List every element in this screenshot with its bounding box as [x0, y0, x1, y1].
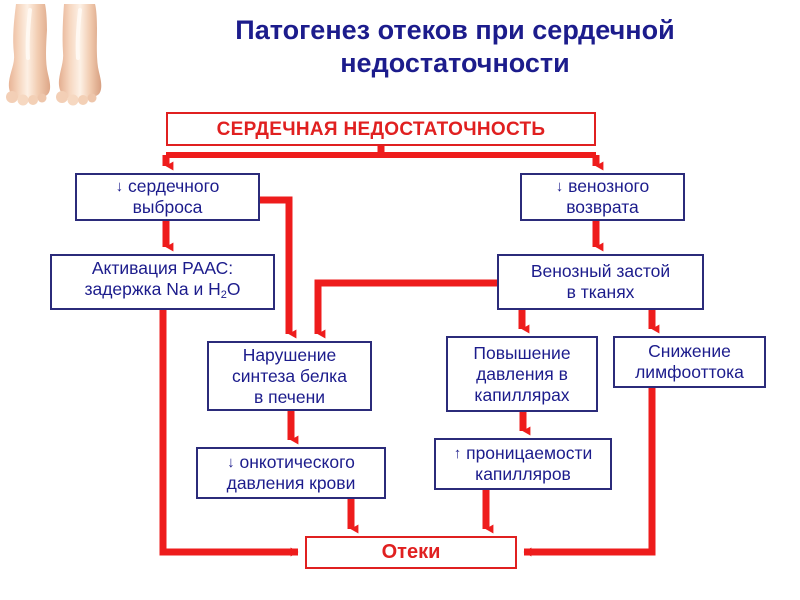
node-liver-protein-text: Нарушение синтеза белка в печени [232, 345, 347, 408]
node-oncotic-pressure[interactable]: ↓ онкотического давления крови [196, 447, 386, 499]
node-heart-failure[interactable]: СЕРДЕЧНАЯ НЕДОСТАТОЧНОСТЬ [166, 112, 596, 146]
node-raas-subscript: 2 [220, 289, 227, 301]
down-arrow-glyph: ↓ [115, 178, 124, 195]
node-lymph-drainage[interactable]: Снижение лимфооттока [613, 336, 766, 388]
node-cardiac-output-line2: выброса [132, 197, 203, 217]
node-cappres-line1: Повышение [473, 342, 571, 363]
down-arrow-glyph: ↓ [227, 454, 235, 471]
node-cardiac-output-text: ↓ сердечного выброса [116, 176, 220, 218]
page-title-line1: Патогенез отеков при сердечной [235, 15, 675, 45]
node-liver-line2: синтеза белка [232, 365, 347, 386]
node-venous-stasis-line2: в тканях [566, 282, 635, 302]
node-heart-failure-label: СЕРДЕЧНАЯ НЕДОСТАТОЧНОСТЬ [216, 118, 546, 140]
swollen-legs-illustration [6, 4, 102, 106]
node-lymph-drainage-text: Снижение лимфооттока [635, 341, 744, 383]
node-edema[interactable]: Отеки [305, 536, 517, 569]
node-cappres-line3: капиллярах [474, 384, 570, 405]
page-title-line2: недостаточности [340, 48, 570, 78]
node-venous-return-line2: возврата [566, 197, 639, 217]
down-arrow-glyph: ↓ [555, 178, 564, 195]
node-raas-activation[interactable]: Активация РААС: задержка Na и H2O [50, 254, 275, 310]
node-raas-line2-b: O [226, 279, 241, 299]
node-perm-line2: капилляров [475, 464, 571, 484]
page-title: Патогенез отеков при сердечной недостато… [120, 14, 790, 80]
node-cardiac-output[interactable]: ↓ сердечного выброса [75, 173, 260, 221]
node-lymph-line1: Снижение [648, 341, 731, 361]
node-capillary-pressure-text: Повышение давления в капиллярах [473, 343, 570, 406]
node-liver-line1: Нарушение [242, 344, 337, 365]
node-liver-line3: в печени [253, 386, 326, 407]
node-venous-stasis-text: Венозный застой в тканях [531, 261, 670, 303]
node-capillary-permeability[interactable]: ↑ проницаемости капилляров [434, 438, 612, 490]
node-edema-label: Отеки [381, 541, 441, 563]
node-capillary-permeability-text: ↑ проницаемости капилляров [454, 443, 593, 485]
node-venous-stasis[interactable]: Венозный застой в тканях [497, 254, 704, 310]
node-cappres-line2: давления в [476, 363, 568, 384]
node-lymph-line2: лимфооттока [635, 362, 744, 382]
node-venous-return[interactable]: ↓ венозного возврата [520, 173, 685, 221]
node-oncotic-line1: онкотического [239, 452, 355, 472]
node-venous-return-line1: венозного [568, 176, 650, 196]
node-venous-return-text: ↓ венозного возврата [556, 176, 650, 218]
node-perm-line1: проницаемости [466, 443, 593, 463]
node-oncotic-pressure-text: ↓ онкотического давления крови [227, 452, 356, 494]
node-raas-line2-a: задержка Na и H [84, 279, 221, 299]
node-liver-protein-synthesis[interactable]: Нарушение синтеза белка в печени [207, 341, 372, 411]
node-cardiac-output-line1: сердечного [127, 176, 220, 196]
node-oncotic-line2: давления крови [226, 473, 356, 493]
node-raas-line1: Активация РААС: [91, 258, 234, 278]
up-arrow-glyph: ↑ [453, 445, 462, 462]
node-raas-activation-text: Активация РААС: задержка Na и H2O [84, 258, 240, 306]
node-venous-stasis-line1: Венозный застой [530, 261, 671, 281]
node-capillary-pressure[interactable]: Повышение давления в капиллярах [446, 336, 598, 412]
